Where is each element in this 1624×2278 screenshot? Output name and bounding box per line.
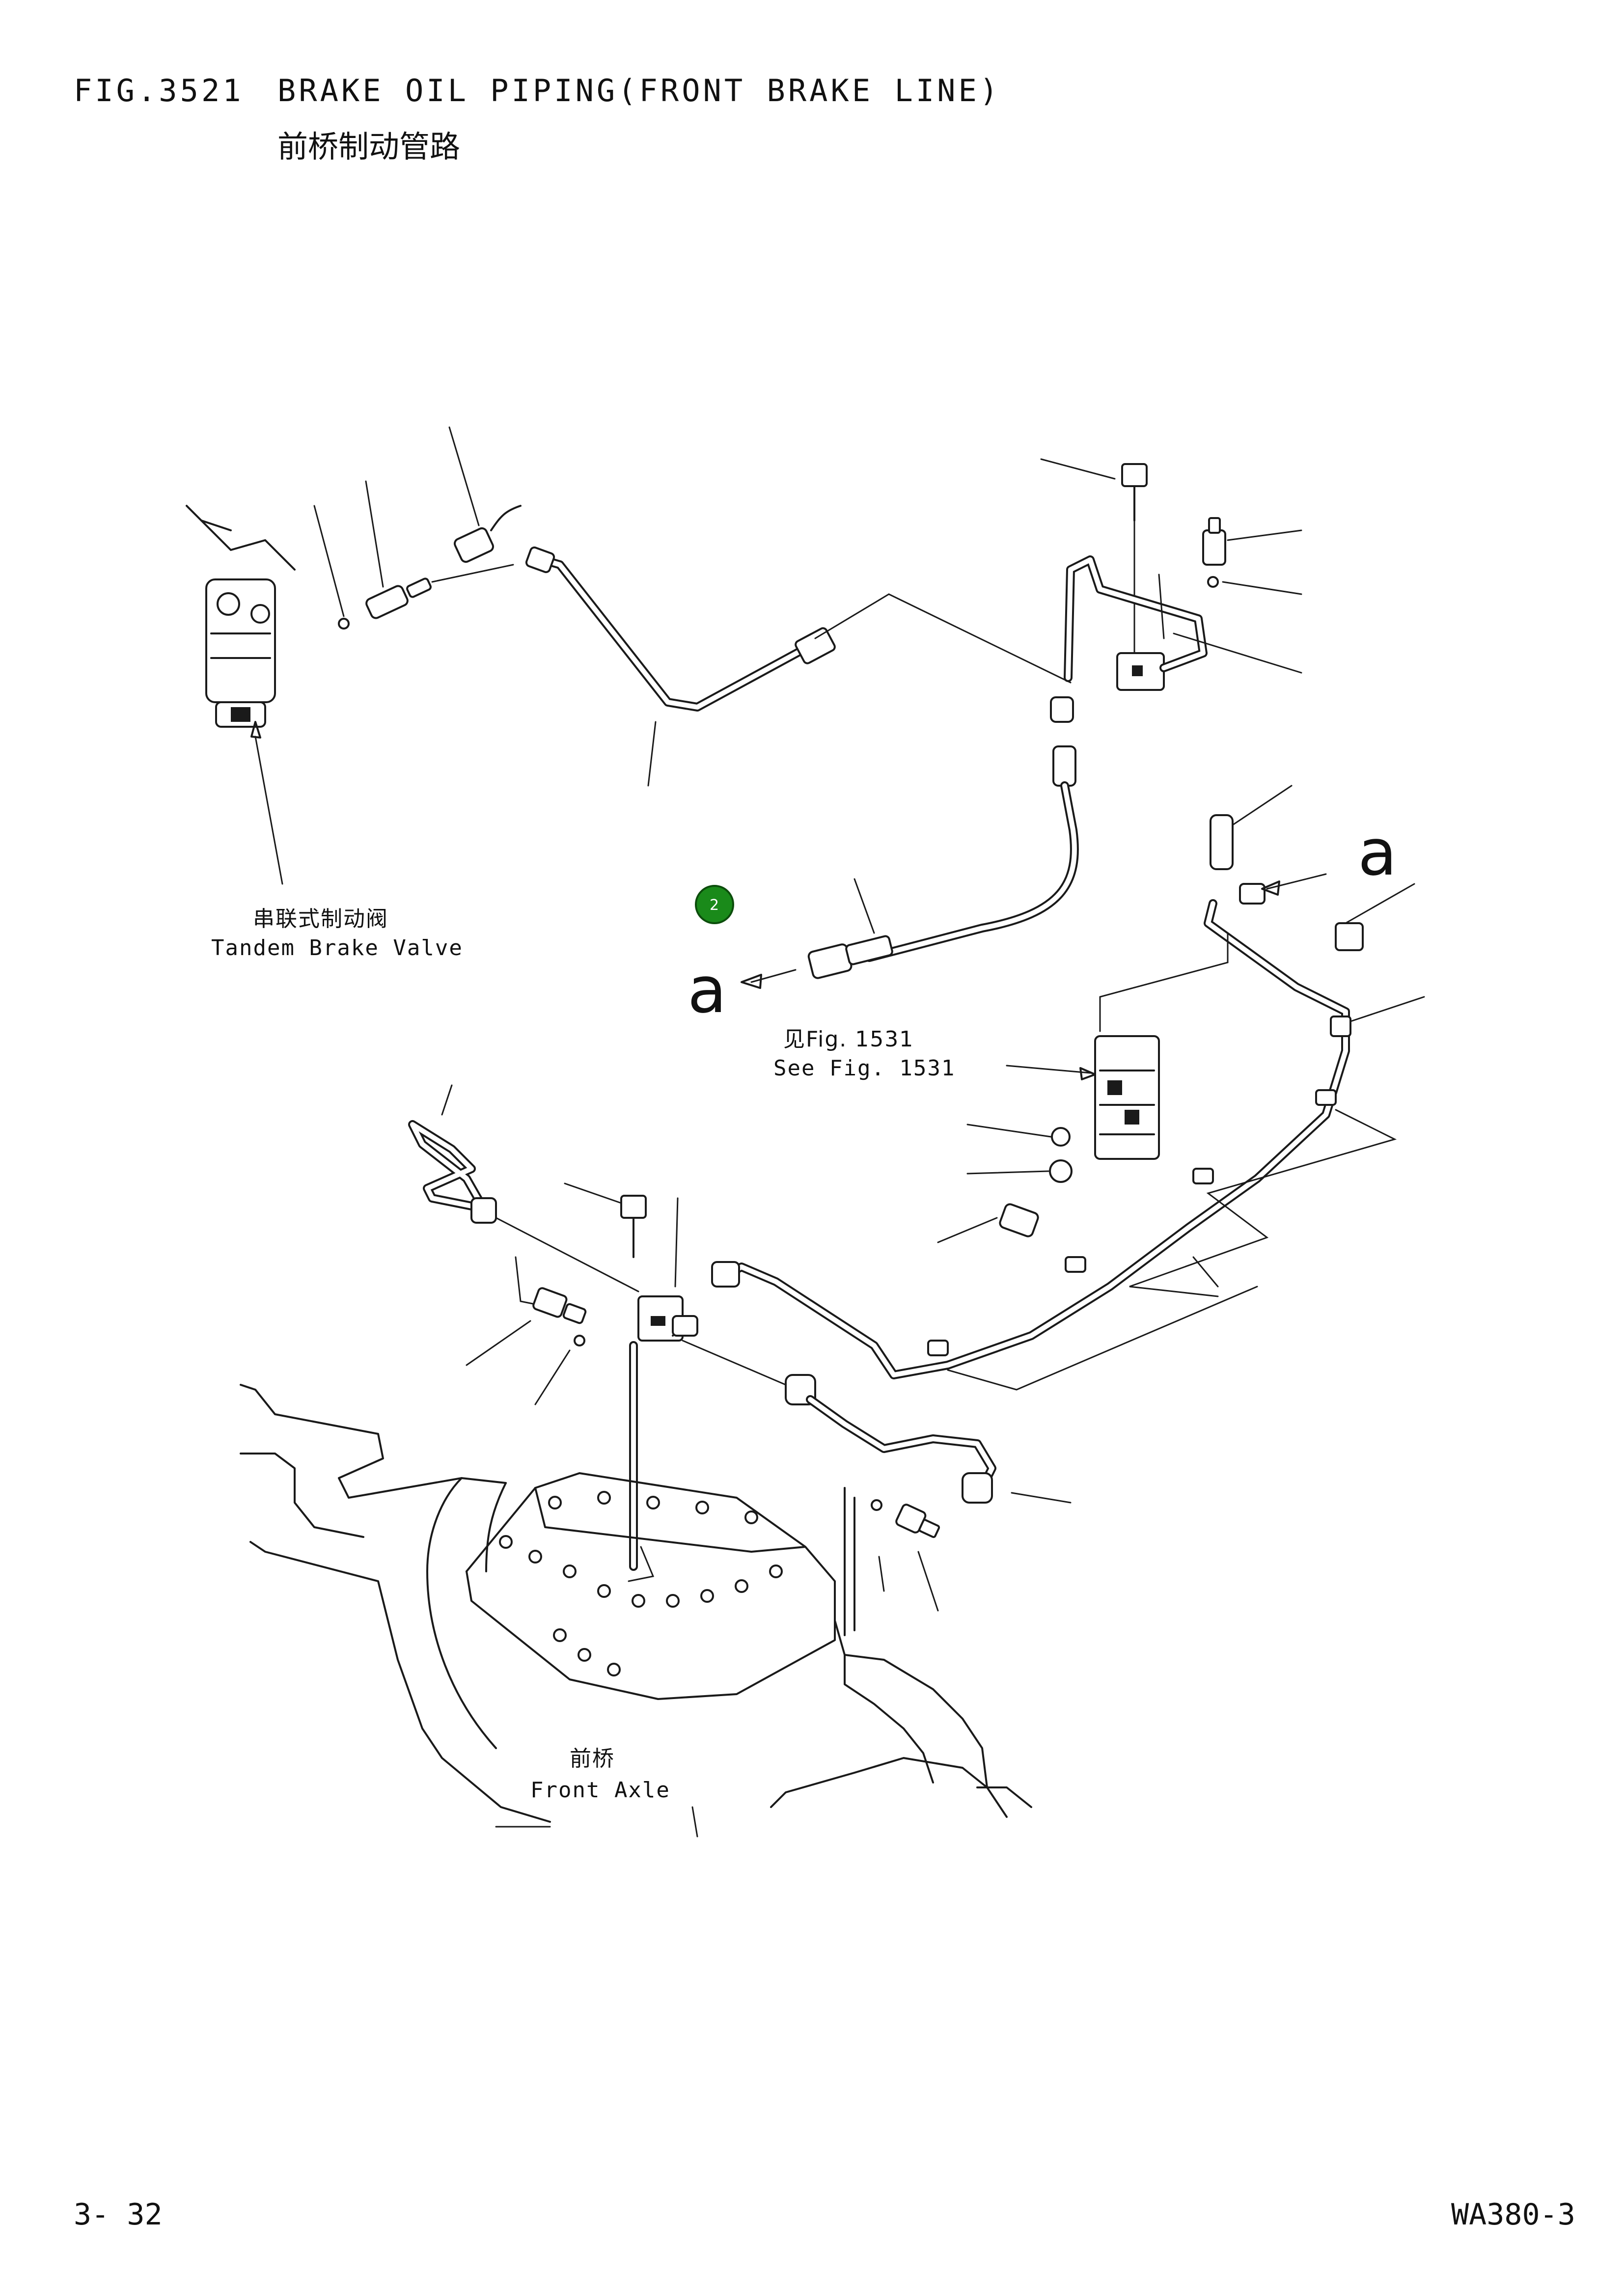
reference-letter-a-right: a	[1358, 815, 1397, 890]
figure-title-cn: 前桥制动管路	[277, 129, 461, 165]
reference-marker[interactable]: 2	[695, 885, 734, 924]
see-fig-label-cn: 见Fig. 1531	[783, 1027, 914, 1052]
lower-left-piping	[408, 1084, 698, 1582]
reference-marker-number: 2	[710, 897, 719, 914]
figure-title-en: BRAKE OIL PIPING(FRONT BRAKE LINE)	[277, 73, 1001, 109]
flexible-hose	[741, 781, 1079, 989]
tandem-brake-valve-label-en: Tandem Brake Valve	[211, 935, 463, 961]
upper-junction-block	[1040, 458, 1302, 787]
model-number: WA380-3	[1451, 2197, 1575, 2232]
lower-right-piping	[682, 1340, 1072, 1612]
figure-number: FIG.3521	[74, 73, 244, 109]
front-axle-illustration	[240, 1384, 1032, 1838]
reference-letter-a-left: a	[688, 953, 727, 1027]
tandem-brake-valve-illustration	[186, 505, 296, 885]
page-number: 3- 32	[74, 2197, 163, 2232]
tandem-brake-valve-label-cn: 串联式制动阀	[253, 906, 388, 932]
valve-fittings-illustration	[313, 426, 522, 630]
see-fig-label-en: See Fig. 1531	[773, 1056, 956, 1081]
front-axle-label-en: Front Axle	[530, 1778, 670, 1803]
front-axle-label-cn: 前桥	[570, 1746, 615, 1771]
upper-brake-pipe	[525, 546, 1072, 787]
right-side-piping	[711, 785, 1425, 1391]
